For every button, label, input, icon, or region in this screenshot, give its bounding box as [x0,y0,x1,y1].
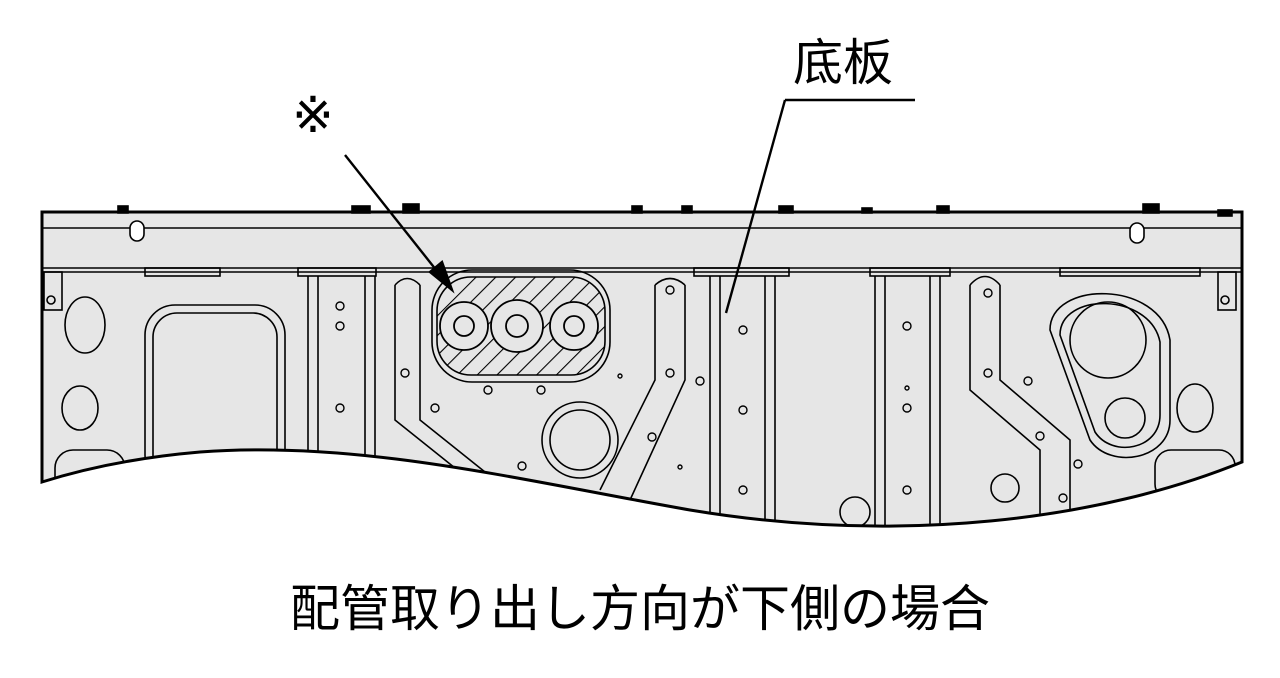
pipe-outlet-area [431,269,611,383]
diagram-caption: 配管取り出し方向が下側の場合 [290,580,990,638]
pipe-port [439,301,489,351]
knockout-hole [64,296,106,354]
drain-hole [541,401,619,479]
rail-slots [129,220,1145,244]
bottom-plate-label: 底板 [793,34,893,92]
side-brackets [43,271,1237,311]
leader-lines [344,98,915,314]
refrigerant-port [1049,292,1171,459]
bottom-plate-panel [40,210,1244,528]
pipe-port [549,301,599,351]
pipe-outlet-mark-label: ※ [292,86,334,144]
screw-holes [335,285,1083,503]
top-rail [42,203,1242,277]
pipe-port [490,299,544,353]
